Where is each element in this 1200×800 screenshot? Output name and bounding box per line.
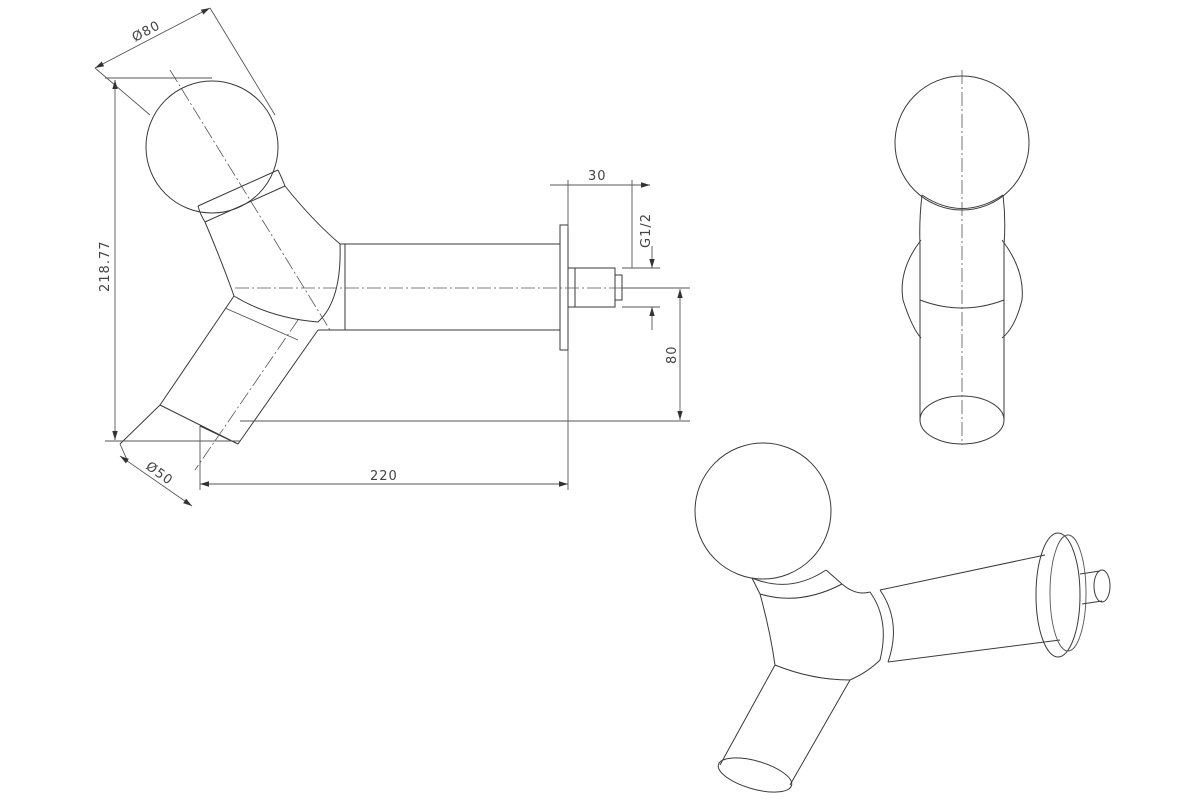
iso-spout [719,664,851,786]
front-spout-inner [224,307,299,341]
iso-hub [849,589,894,681]
front-ball [145,80,279,214]
side-body [919,194,1006,309]
dim-flange-thickness-label: 30 [588,169,607,184]
side-flange [901,239,1023,339]
iso-thread-end [1093,569,1111,603]
front-thread-stub [568,267,623,308]
iso-arm [879,554,1061,663]
front-arm [318,243,560,331]
front-flange [559,224,569,351]
front-spout [119,295,319,445]
iso-neck-collar [751,569,843,599]
iso-flange [1035,532,1081,658]
iso-ball [694,442,832,580]
iso-thread-stub [1079,570,1103,605]
dim-ball-diameter: Ø80 [94,7,276,116]
iso-neck [759,583,871,666]
front-neck-collar [197,169,286,223]
dim-thread-label: G1/2 [639,213,654,248]
dim-spout-diameter-label: Ø50 [143,459,176,489]
dim-height: 218.77 [98,77,240,442]
iso-spout-opening [717,757,793,793]
front-view [119,69,640,471]
dim-axis-offset: 80 [240,287,690,422]
dim-spout-diameter: Ø50 [119,426,201,507]
dim-thread: G1/2 [622,213,660,330]
side-spout [919,300,1005,420]
isometric-view [694,442,1111,793]
dim-axis-offset-label: 80 [665,345,680,364]
front-hub [233,243,341,323]
front-centerline-ball [169,69,331,331]
front-neck [204,185,341,297]
dim-length: 220 [200,350,569,490]
iso-flange-back [1049,534,1087,652]
dim-length-label: 220 [370,469,398,484]
front-centerline-spout [194,319,299,471]
dim-flange-thickness: 30 [550,169,650,268]
side-view [894,70,1030,445]
dim-height-label: 218.77 [98,241,113,293]
